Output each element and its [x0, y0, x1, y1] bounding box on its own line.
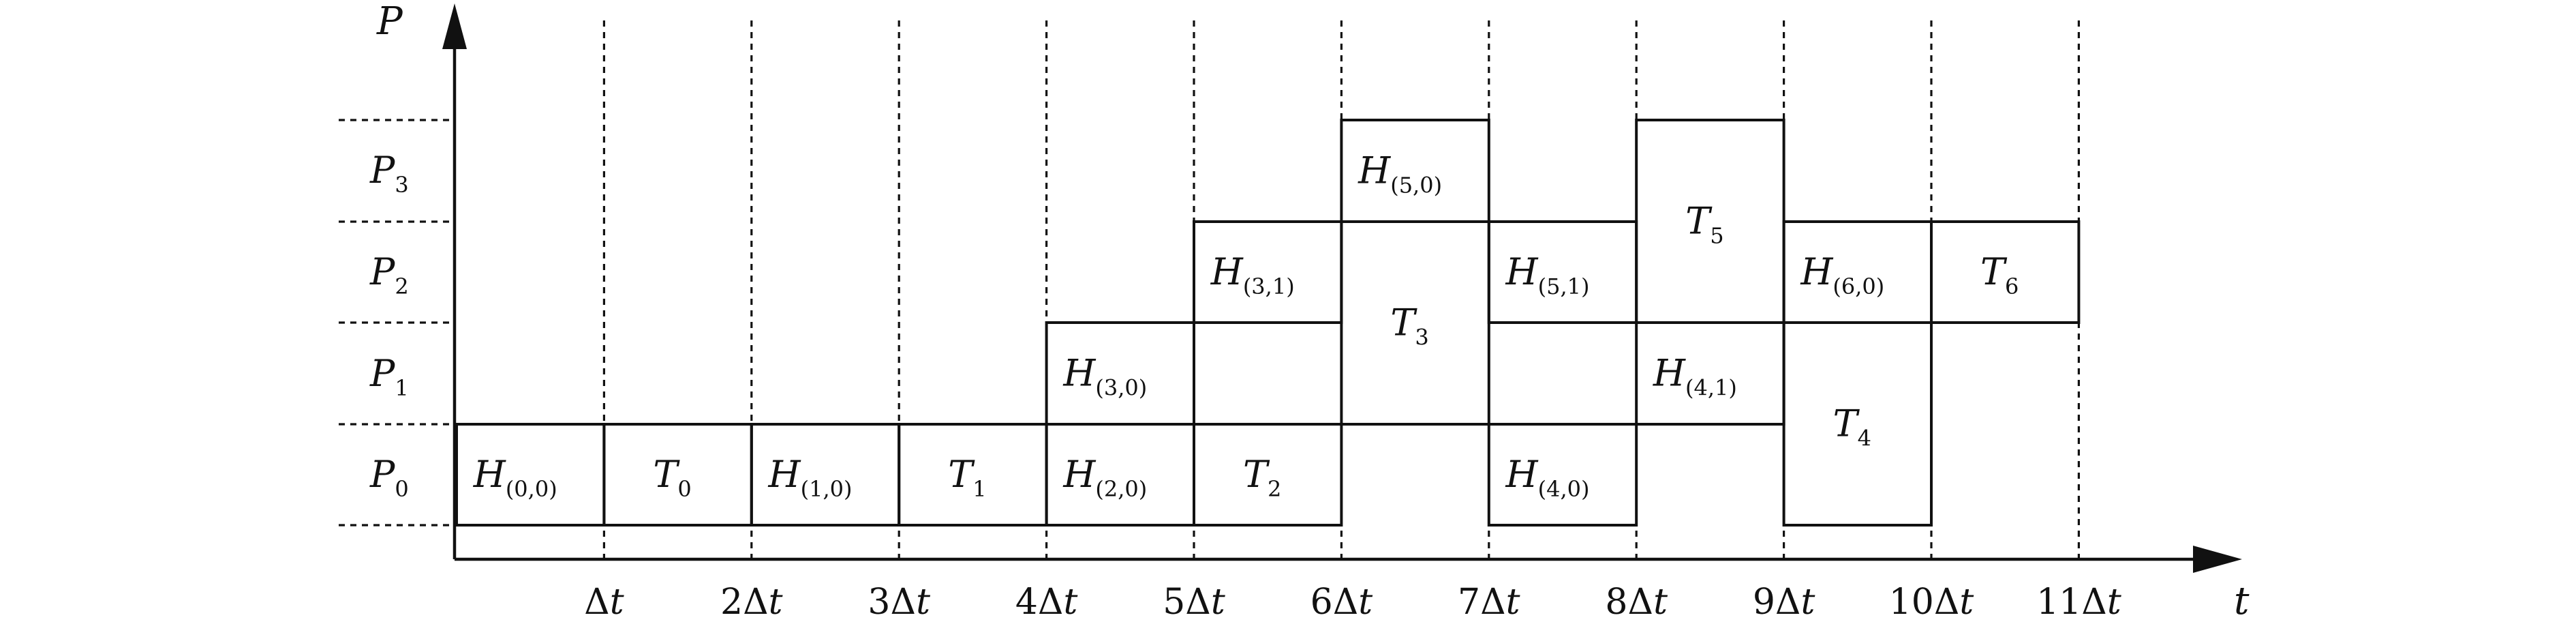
task-label: H(1,0) — [768, 453, 853, 502]
task-block: H(4,1) — [1635, 321, 1785, 426]
task-box — [1782, 321, 1933, 527]
time-tick-label: 2Δt — [720, 582, 783, 622]
task-box — [1930, 220, 2081, 324]
time-tick-label: 6Δt — [1310, 582, 1373, 622]
y-axis-label: P — [376, 0, 403, 44]
task-label: T1 — [948, 453, 986, 502]
time-tick-label: 7Δt — [1458, 582, 1520, 622]
task-label: H(6,0) — [1800, 250, 1884, 299]
task-block: T0 — [602, 423, 753, 527]
task-box — [602, 423, 753, 527]
task-label: T4 — [1833, 402, 1871, 451]
task-block: H(2,0) — [1045, 423, 1195, 527]
task-label: T0 — [653, 453, 691, 502]
task-block: T3 — [1340, 220, 1490, 426]
axes — [442, 3, 2242, 573]
task-label: H(5,1) — [1505, 250, 1590, 299]
time-tick-label: 4Δt — [1015, 582, 1078, 622]
x-axis-arrowhead — [2193, 546, 2242, 573]
y-axis-arrowhead — [442, 3, 467, 49]
time-tick-label: 11Δt — [2036, 582, 2121, 622]
task-label: T3 — [1390, 301, 1428, 351]
task-label: T6 — [1980, 250, 2019, 299]
x-axis-label: t — [2234, 579, 2250, 622]
task-label: H(4,1) — [1653, 352, 1737, 401]
task-block: H(6,0) — [1782, 220, 1933, 324]
task-block: H(0,0) — [455, 423, 606, 527]
task-block: T2 — [1193, 423, 1343, 527]
time-tick-label: 8Δt — [1605, 582, 1668, 622]
task-block: H(3,1) — [1193, 220, 1343, 324]
task-label: H(3,1) — [1210, 250, 1295, 299]
task-label: T2 — [1243, 453, 1281, 502]
task-block: H(5,1) — [1487, 220, 1638, 324]
task-label: H(3,0) — [1062, 352, 1147, 401]
time-tick-label: Δt — [584, 582, 624, 622]
task-box — [1045, 321, 1195, 426]
task-label: H(0,0) — [473, 453, 557, 502]
task-block: T1 — [898, 423, 1048, 527]
task-block: H(5,0) — [1340, 119, 1490, 223]
task-block: T4 — [1782, 321, 1933, 527]
task-box — [1487, 423, 1638, 527]
processor-label: P0 — [369, 453, 409, 502]
task-label: H(4,0) — [1505, 453, 1590, 502]
task-block: H(1,0) — [750, 423, 901, 527]
task-block: H(3,0) — [1045, 321, 1195, 426]
task-block: T6 — [1930, 220, 2081, 324]
time-tick-label: 10Δt — [1889, 582, 1974, 622]
time-tick-label: 9Δt — [1753, 582, 1815, 622]
task-box — [1193, 423, 1343, 527]
task-box — [1340, 220, 1490, 426]
time-tick-labels: Δt 2Δt 3Δt 4Δt 5Δt 6Δt 7Δt 8Δt 9Δt 10Δt 11Δt — [584, 582, 2121, 622]
task-block: H(4,0) — [1487, 423, 1638, 527]
task-label: H(2,0) — [1062, 453, 1147, 502]
processor-label: P3 — [369, 149, 409, 198]
task-block: T5 — [1635, 119, 1785, 324]
time-tick-label: 5Δt — [1163, 582, 1225, 622]
task-box — [1340, 119, 1490, 223]
task-label: H(5,0) — [1358, 149, 1442, 198]
processor-label: P2 — [369, 250, 409, 299]
task-box — [898, 423, 1048, 527]
time-tick-label: 3Δt — [868, 582, 930, 622]
task-label: T5 — [1685, 200, 1723, 249]
task-box — [1635, 119, 1785, 324]
processor-label: P1 — [369, 352, 409, 401]
